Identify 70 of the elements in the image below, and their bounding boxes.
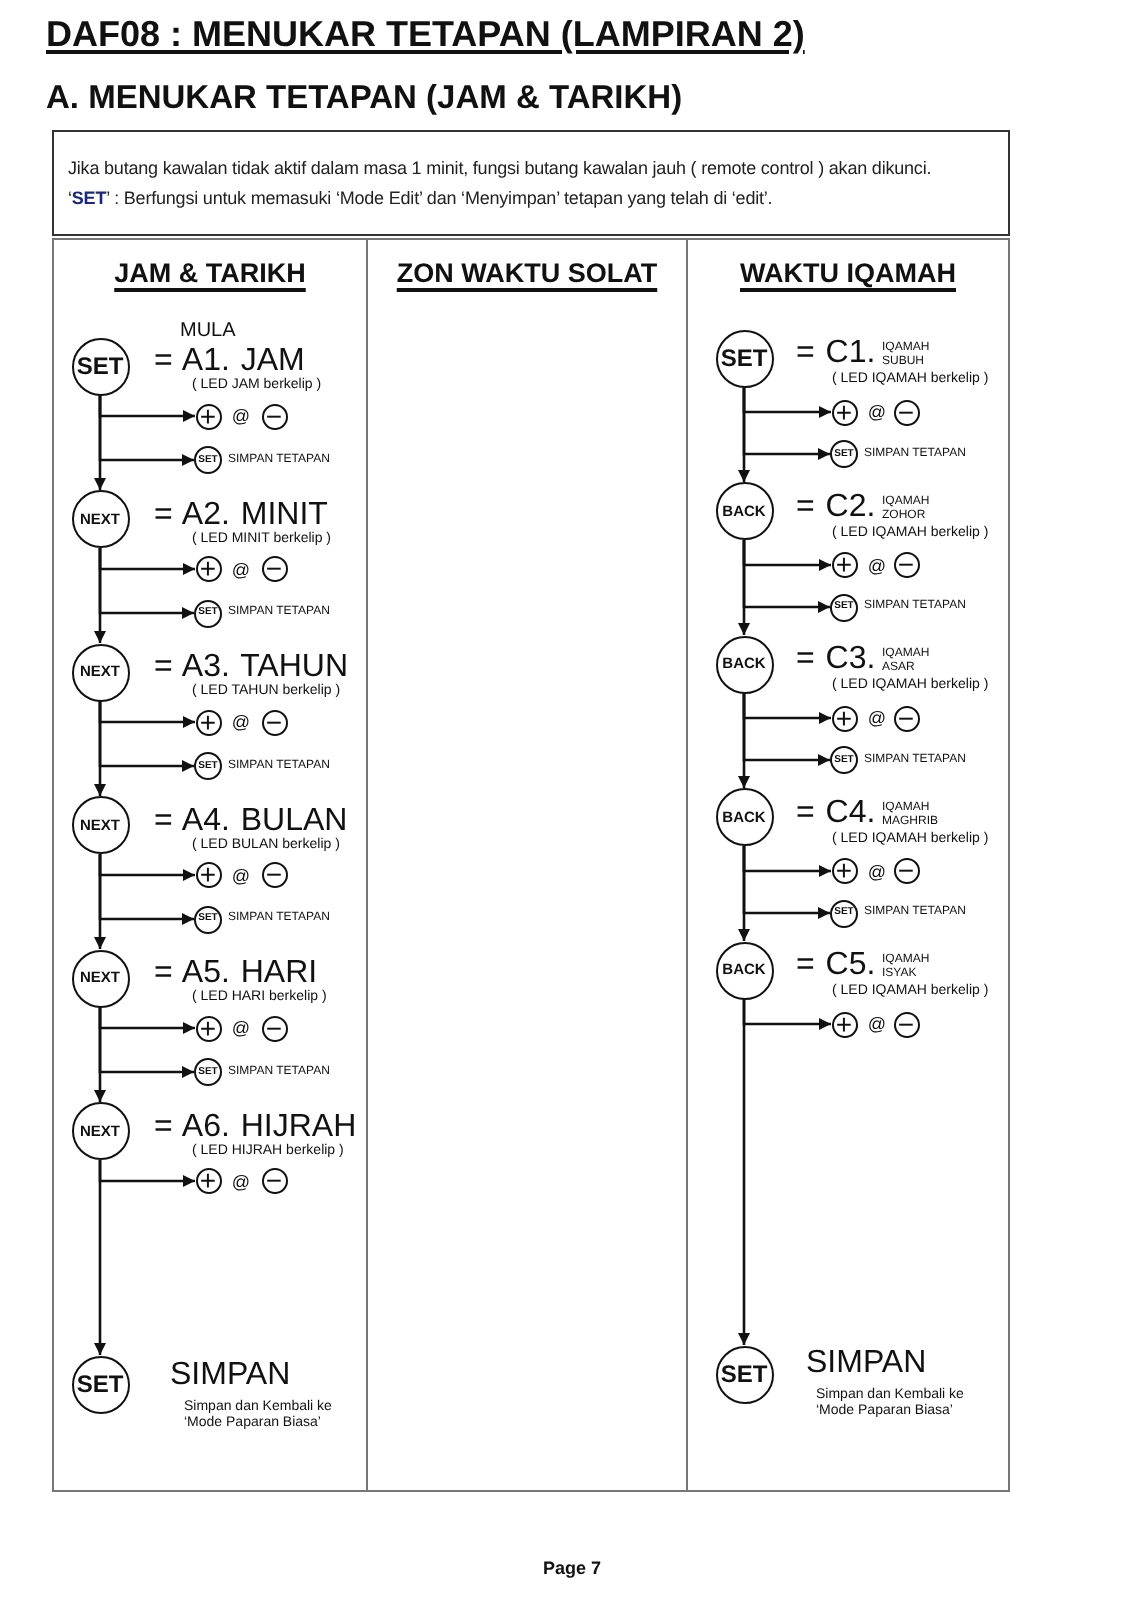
note-text: Jika butang kawalan tidak aktif dalam masa 1 minit, fungsi butang kawalan jauh ( remote control ) akan dikunci. <box>68 156 934 182</box>
minus-key: − <box>893 399 919 425</box>
note-text: ‘SET’ : Berfungsi untuk memasuki ‘Mode Edit’ dan ‘Menyimpan’ tetapan yang telah di ‘edit’. <box>68 186 775 212</box>
step-label: = A2. MINIT <box>154 499 328 531</box>
arrow <box>94 548 106 643</box>
plus-key: + <box>195 709 221 735</box>
at-sign: @ <box>865 1014 889 1034</box>
step-label: = A3. TAHUN <box>154 652 348 684</box>
at-sign: @ <box>229 406 253 426</box>
column-header: ZON WAKTU SOLAT <box>396 258 658 290</box>
plus-key: + <box>831 858 857 884</box>
save-title: SIMPAN <box>806 1348 927 1380</box>
arrow <box>738 846 750 941</box>
at-sign: @ <box>229 1171 253 1191</box>
arrow <box>94 395 106 490</box>
page-number: Page 7 <box>540 1558 604 1580</box>
arrow <box>94 854 106 949</box>
minus-key: − <box>261 556 287 582</box>
start-label: MULA <box>180 322 236 342</box>
section-title: A. MENUKAR TETAPAN (JAM & TARIKH) <box>46 80 683 116</box>
step-label: = A4. BULAN <box>154 805 348 837</box>
at-sign: @ <box>865 861 889 881</box>
minus-key: − <box>261 862 287 888</box>
minus-key: − <box>893 858 919 884</box>
plus-key: + <box>831 399 857 425</box>
arrow <box>738 999 750 1345</box>
at-sign: @ <box>865 555 889 575</box>
minus-key: − <box>893 1011 919 1037</box>
minus-key: − <box>261 1168 287 1194</box>
step-label: = C2. <box>796 491 876 523</box>
at-sign: @ <box>229 865 253 885</box>
arrow <box>738 693 750 788</box>
plus-key: + <box>831 705 857 731</box>
at-sign: @ <box>865 402 889 422</box>
column-header: JAM & TARIKH <box>114 258 306 290</box>
step-label: = C5. <box>796 950 876 982</box>
minus-key: − <box>261 403 287 429</box>
plus-key: + <box>195 862 221 888</box>
plus-key: + <box>195 403 221 429</box>
at-sign: @ <box>229 712 253 732</box>
plus-key: + <box>195 1168 221 1194</box>
minus-key: − <box>261 709 287 735</box>
arrow <box>94 1007 106 1102</box>
step-label: = A5. HARI <box>154 958 318 990</box>
arrow <box>94 1160 106 1355</box>
column-header: WAKTU IQAMAH <box>740 258 956 290</box>
at-sign: @ <box>229 559 253 579</box>
arrow <box>94 701 106 796</box>
minus-key: − <box>261 1015 287 1041</box>
table-column <box>52 238 368 1492</box>
at-sign: @ <box>865 708 889 728</box>
minus-key: − <box>893 552 919 578</box>
plus-key: + <box>831 552 857 578</box>
step-label: = C3. <box>796 644 876 676</box>
step-label: = C4. <box>796 797 876 829</box>
step-label: = A6. HIJRAH <box>154 1111 357 1143</box>
step-label: = C1. <box>796 338 876 370</box>
arrow <box>738 540 750 635</box>
plus-key: + <box>831 1011 857 1037</box>
save-title: SIMPAN <box>170 1360 291 1392</box>
minus-key: − <box>893 705 919 731</box>
note-box <box>52 130 1010 236</box>
plus-key: + <box>195 1015 221 1041</box>
step-label: = A1. JAM <box>154 346 305 378</box>
arrow <box>738 387 750 482</box>
table-column <box>686 238 1010 1492</box>
table-column <box>366 238 688 1492</box>
page-title: DAF08 : MENUKAR TETAPAN (LAMPIRAN 2) <box>46 14 805 54</box>
plus-key: + <box>195 556 221 582</box>
at-sign: @ <box>229 1018 253 1038</box>
